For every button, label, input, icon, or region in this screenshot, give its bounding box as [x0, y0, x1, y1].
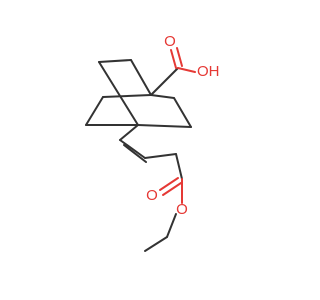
bond-vinyl2-cester	[144, 153, 177, 159]
bond-c2c-c3c	[173, 97, 192, 128]
bond-ester-double-a	[159, 177, 179, 191]
structure-canvas: O OH O O	[85, 33, 220, 252]
bond-c3a-c4	[98, 61, 139, 126]
ethyl-acrylate-chain: O O	[119, 124, 188, 252]
bond-c1-c2a	[130, 59, 152, 96]
bond-vinyl-double-a	[119, 139, 146, 159]
bond-o-ch2	[166, 213, 177, 238]
bond-cooh-double-a	[170, 49, 177, 69]
hydroxyl-label: OH	[197, 63, 220, 80]
bond-c4-vinyl1	[119, 124, 139, 141]
carboxyl-oxygen-label: O	[164, 33, 176, 50]
ester-ether-oxygen-label: O	[176, 201, 188, 218]
bond-c2b-c3b	[85, 96, 104, 126]
bond-c1-ccooh	[150, 67, 179, 96]
bond-c2a-c3a	[98, 59, 132, 63]
bond-c3c-c4	[137, 124, 192, 128]
bond-ch2-ch3	[144, 236, 168, 252]
bicyclooctane-cage	[85, 59, 192, 128]
bond-c1-c2b	[102, 94, 152, 98]
molecule-drawing: O OH O O	[85, 33, 220, 252]
bond-cester-c	[175, 153, 183, 180]
bond-c1-c2c	[150, 94, 175, 99]
bond-vinyl-double-b	[123, 144, 147, 163]
bond-cooh-double-b	[176, 47, 183, 67]
ester-carbonyl-oxygen-label: O	[146, 187, 158, 204]
bond-cooh-single	[177, 67, 196, 73]
carboxylic-acid-group: O OH	[150, 33, 220, 96]
bond-ester-double-b	[162, 182, 182, 196]
